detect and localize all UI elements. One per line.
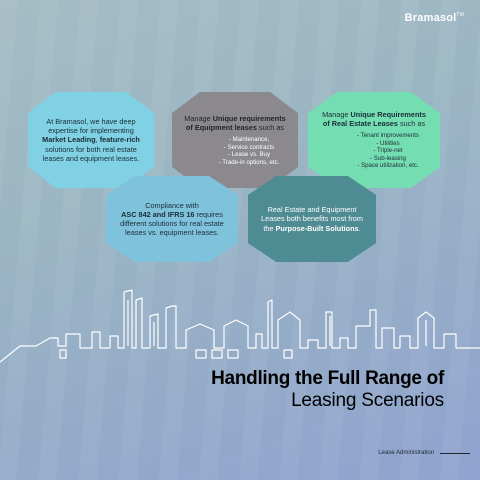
hexagon-expertise-text: At Bramasol, we have deep expertise for … — [42, 116, 140, 163]
footer-text: Lease Administration — [378, 450, 434, 456]
list-item: Trade-in options, etc. — [212, 159, 286, 167]
list-item: Triple-net — [346, 147, 430, 155]
real-estate-requirements-list: Tenant improvements Utilities Triple-net… — [318, 132, 430, 170]
brand-logo: BramasolTM — [404, 12, 464, 24]
hexagon-real-estate-title: Manage Unique Requirements of Real Estat… — [322, 110, 426, 129]
list-item: Maintenance, — [212, 136, 286, 144]
list-item: Space utilization, etc. — [346, 162, 430, 170]
headline: Handling the Full Range of Leasing Scena… — [211, 368, 444, 412]
hexagon-compliance: Compliance with ASC 842 and IFRS 16 requ… — [106, 176, 238, 262]
hexagon-purpose-built-text: Real Estate and Equipment Leases both be… — [261, 205, 363, 233]
list-item: Service contracts — [212, 144, 286, 152]
headline-line-2: Leasing Scenarios — [291, 390, 444, 411]
footer-rule — [440, 452, 470, 454]
footer-label: Lease Administration — [378, 450, 470, 456]
list-item: Sub-leasing — [346, 155, 430, 163]
headline-line-1: Handling the Full Range of — [211, 368, 444, 389]
equipment-requirements-list: Maintenance, Service contracts Lease vs.… — [184, 136, 286, 166]
list-item: Tenant improvements — [346, 132, 430, 140]
city-skyline-illustration — [0, 289, 480, 363]
hexagon-expertise: At Bramasol, we have deep expertise for … — [28, 92, 154, 188]
hexagon-real-estate-leases: Manage Unique Requirements of Real Estat… — [308, 92, 440, 188]
list-item: Utilities — [346, 140, 430, 148]
hexagon-compliance-text: Compliance with ASC 842 and IFRS 16 requ… — [120, 200, 224, 238]
hexagon-equipment-title: Manage Unique requirements of Equipment … — [184, 113, 286, 132]
hexagon-purpose-built: Real Estate and Equipment Leases both be… — [248, 176, 376, 262]
list-item: Lease vs. Buy — [212, 151, 286, 159]
hexagon-equipment-leases: Manage Unique requirements of Equipment … — [172, 92, 298, 188]
